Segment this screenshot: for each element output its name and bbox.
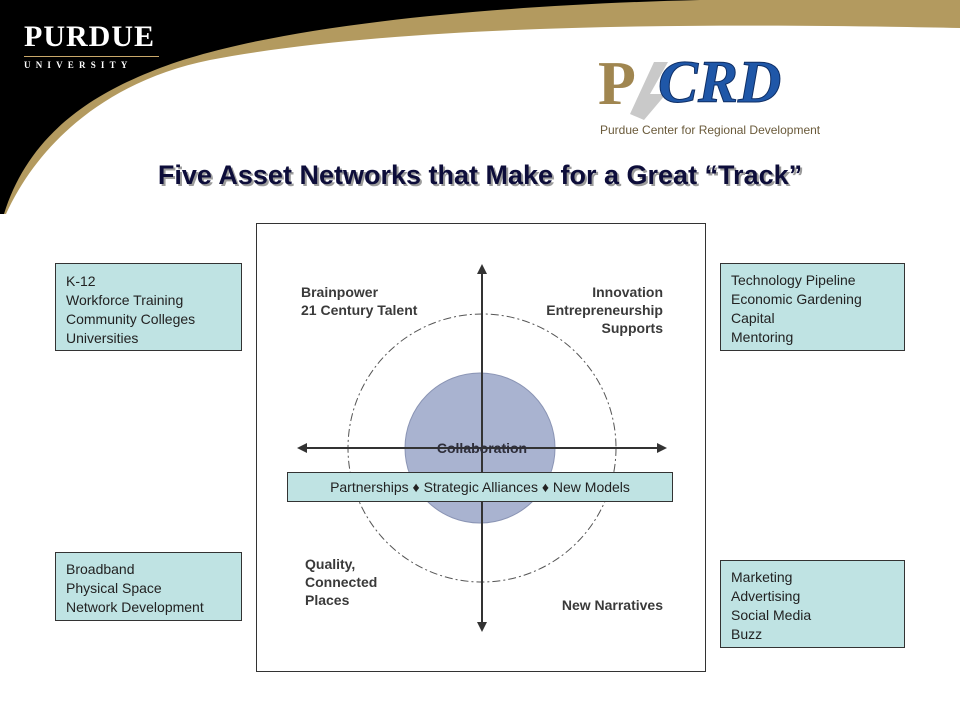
quadrant-new-narratives: New Narratives <box>562 596 663 614</box>
asset-item: Advertising <box>731 588 801 604</box>
lightning-icon <box>630 62 668 120</box>
quadrant-line: Places <box>305 592 350 608</box>
asset-item: Universities <box>66 330 139 346</box>
asset-item: Physical Space <box>66 580 162 596</box>
asset-item: Mentoring <box>731 329 794 345</box>
asset-item: Buzz <box>731 626 763 642</box>
quadrant-line: Quality, <box>305 556 356 572</box>
pcrd-logo-mark: P CRD <box>598 49 782 120</box>
asset-item: Broadband <box>66 561 135 577</box>
asset-item: Social Media <box>731 607 812 623</box>
quadrant-line: Innovation <box>592 284 663 300</box>
quadrant-line: Brainpower <box>301 284 379 300</box>
pcrd-logo: P CRD Purdue Center for Regional Develop… <box>596 42 896 142</box>
quadrant-line: Connected <box>305 574 378 590</box>
asset-item: Network Development <box>66 599 204 615</box>
pcrd-letter-p: P <box>598 50 636 118</box>
quadrant-line: Supports <box>601 320 663 336</box>
purdue-logo-sub: UNIVERSITY <box>24 60 133 70</box>
asset-box-brainpower: K-12 Workforce Training Community Colleg… <box>55 263 242 351</box>
pcrd-subtitle: Purdue Center for Regional Development <box>600 123 821 137</box>
purdue-logo-name: PURDUE <box>24 20 155 53</box>
asset-item: Workforce Training <box>66 292 184 308</box>
asset-box-quality-places: Broadband Physical Space Network Develop… <box>55 552 242 621</box>
quadrant-innovation: Innovation Entrepreneurship Supports <box>546 283 663 337</box>
black-swoosh <box>0 0 700 214</box>
purdue-logo: PURDUE UNIVERSITY <box>24 22 164 70</box>
quadrant-line: 21 Century Talent <box>301 302 418 318</box>
asset-item: Technology Pipeline <box>731 272 856 288</box>
asset-item: Economic Gardening <box>731 291 862 307</box>
asset-box-new-narratives: Marketing Advertising Social Media Buzz <box>720 560 905 648</box>
asset-item: Community Colleges <box>66 311 196 327</box>
gold-stripe <box>0 0 960 214</box>
quadrant-quality-places: Quality, Connected Places <box>305 555 377 609</box>
asset-network-diagram: Brainpower 21 Century Talent Innovation … <box>256 223 706 672</box>
asset-item: K-12 <box>66 273 96 289</box>
asset-item: Capital <box>731 310 775 326</box>
collaboration-label: Collaboration <box>436 440 528 456</box>
purdue-logo-rule <box>24 56 159 57</box>
slide-title: Five Asset Networks that Make for a Grea… <box>157 160 803 190</box>
quadrant-line: New Narratives <box>561 597 663 613</box>
pcrd-letters-crd: CRD <box>658 49 781 115</box>
quadrant-line: Entrepreneurship <box>546 302 663 318</box>
quadrant-brainpower: Brainpower 21 Century Talent <box>301 283 417 319</box>
partnerships-bar: Partnerships ♦ Strategic Alliances ♦ New… <box>287 472 673 502</box>
asset-box-innovation: Technology Pipeline Economic Gardening C… <box>720 263 905 351</box>
asset-item: Marketing <box>731 569 793 585</box>
